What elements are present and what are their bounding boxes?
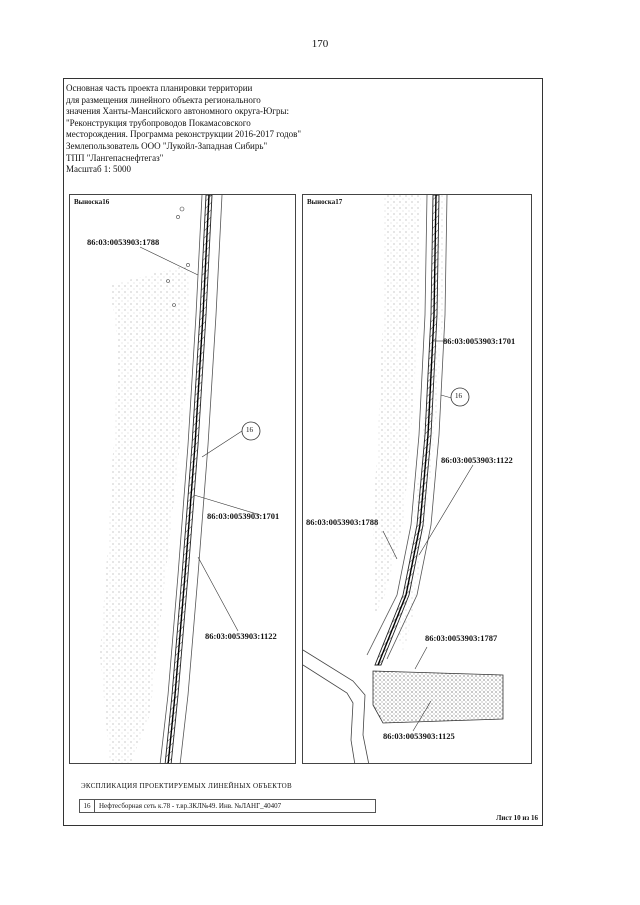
header-line: месторождения. Программа реконструкции 2…	[66, 129, 301, 140]
header-line: Землепользователь ООО "Лукойл-Западная С…	[66, 140, 268, 151]
map-panel-left: Выноска16 86:03:0053903:1788 86:03:00539…	[69, 194, 296, 764]
map-panel-right: Выноска17 86:03:0053903:1701 86:03:00539…	[302, 194, 532, 764]
legend-code: 16	[80, 800, 95, 812]
corridor-boundary	[159, 195, 203, 763]
structure-area	[372, 670, 504, 724]
legend-row: 16 Нефтесборная сеть к.78 - т.вр.ЗКЛ№49.…	[79, 799, 376, 813]
corridor-boundary	[366, 195, 428, 656]
header-line: ТПП "Лангепаснефтегаз"	[66, 152, 164, 163]
leader-line	[412, 700, 432, 732]
road-edge	[303, 664, 356, 763]
leader-line	[139, 246, 199, 276]
parcel-label: 86:03:0053903:1122	[205, 631, 277, 641]
legend-title: ЭКСПЛИКАЦИЯ ПРОЕКТИРУЕМЫХ ЛИНЕЙНЫХ ОБЪЕК…	[81, 782, 293, 790]
page-number: 170	[311, 38, 329, 50]
road-edge	[303, 649, 370, 763]
header-line: для размещения линейного объекта региона…	[66, 94, 261, 105]
map-drawing-left	[100, 195, 261, 763]
header-line: Основная часть проекта планировки террит…	[66, 83, 253, 93]
leader-line	[414, 646, 428, 670]
parcel-label: 86:03:0053903:1122	[441, 455, 513, 465]
parcel-label: 86:03:0053903:1787	[425, 633, 498, 643]
leader-line	[382, 530, 398, 560]
parcel-label: 86:03:0053903:1701	[443, 336, 516, 346]
corridor-boundary	[179, 195, 223, 763]
parcel-label: 86:03:0053903:1788	[306, 517, 379, 527]
pipeline-band	[374, 195, 440, 666]
leader-line	[201, 430, 243, 458]
sheet-number: Лист 10 из 16	[496, 814, 538, 822]
panel-title: Выноска17	[307, 198, 343, 206]
drawing-header: Основная часть проекта планировки террит…	[66, 83, 366, 176]
object-marker-circle	[241, 421, 261, 441]
object-marker-number: 16	[455, 392, 462, 400]
pipeline-line	[167, 195, 210, 763]
leader-line	[418, 464, 474, 556]
corridor-boundary	[386, 195, 448, 660]
drawing-frame	[63, 78, 543, 826]
legend-description: Нефтесборная сеть к.78 - т.вр.ЗКЛ№49. Ин…	[99, 802, 282, 810]
object-marker-circle	[450, 387, 470, 407]
parcel-label: 86:03:0053903:1701	[207, 511, 280, 521]
parcel-label: 86:03:0053903:1125	[383, 731, 455, 741]
header-line: Масштаб 1: 5000	[66, 164, 132, 175]
pipeline-line	[377, 195, 437, 666]
leader-line	[193, 494, 261, 516]
terrain-area	[373, 195, 421, 615]
terrain-area	[100, 265, 190, 763]
leader-line	[197, 556, 239, 632]
map-drawing-right	[303, 195, 504, 763]
header-line: значения Ханты-Мансийского автономного о…	[66, 106, 290, 117]
object-marker-number: 16	[246, 426, 253, 434]
header-line: "Реконструкция трубопроводов Покамасовск…	[66, 117, 251, 128]
pipeline-band	[164, 195, 213, 763]
panel-title: Выноска16	[74, 198, 110, 206]
parcel-label: 86:03:0053903:1788	[87, 237, 160, 247]
